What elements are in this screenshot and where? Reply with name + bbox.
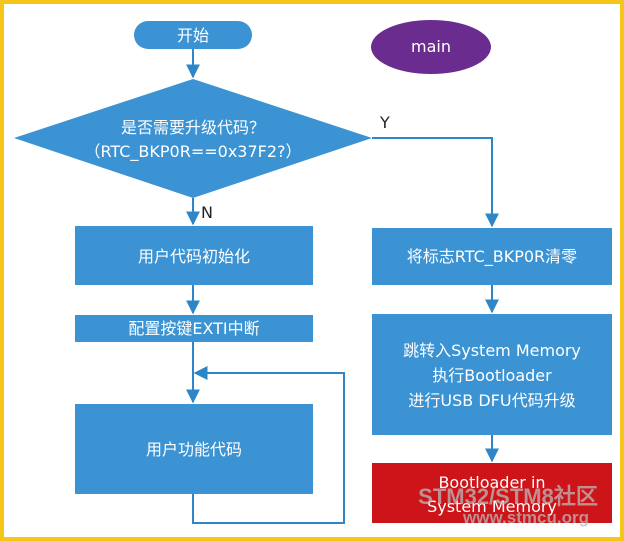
exti-label: 配置按键EXTI中断 (128, 319, 259, 338)
system-memory-box (372, 463, 612, 523)
start-terminal (134, 21, 252, 49)
main-label: main (411, 37, 451, 56)
yes-label: Y (379, 113, 390, 132)
function-box (75, 404, 313, 494)
jump-line-1: 跳转入System Memory (403, 341, 581, 360)
memory-line-2: System Memory (427, 497, 557, 516)
watermark-title: STM32/STM8社区 (418, 484, 598, 509)
decision-diamond (14, 79, 372, 198)
function-label: 用户功能代码 (146, 440, 242, 459)
clear-flag-box (372, 228, 612, 285)
loop-back-arrow (192, 366, 345, 524)
jump-box (372, 314, 612, 435)
main-oval (371, 20, 491, 74)
clear-flag-label: 将标志RTC_BKP0R清零 (407, 247, 577, 267)
connectors (186, 49, 499, 524)
memory-line-1: Bootloader in (438, 473, 545, 492)
jump-line-2: 执行Bootloader (432, 366, 552, 385)
arrow-decision-yes (372, 137, 499, 228)
watermark-url: www.stmcu.org (462, 508, 589, 527)
decision-question: 是否需要升级代码？ (121, 118, 265, 137)
init-box (75, 226, 313, 285)
exti-box (75, 315, 313, 342)
start-label: 开始 (177, 26, 209, 45)
jump-line-3: 进行USB DFU代码升级 (408, 391, 575, 410)
no-label: N (201, 203, 213, 222)
init-label: 用户代码初始化 (138, 247, 250, 266)
decision-condition: （RTC_BKP0R==0x37F2?） (84, 142, 301, 162)
